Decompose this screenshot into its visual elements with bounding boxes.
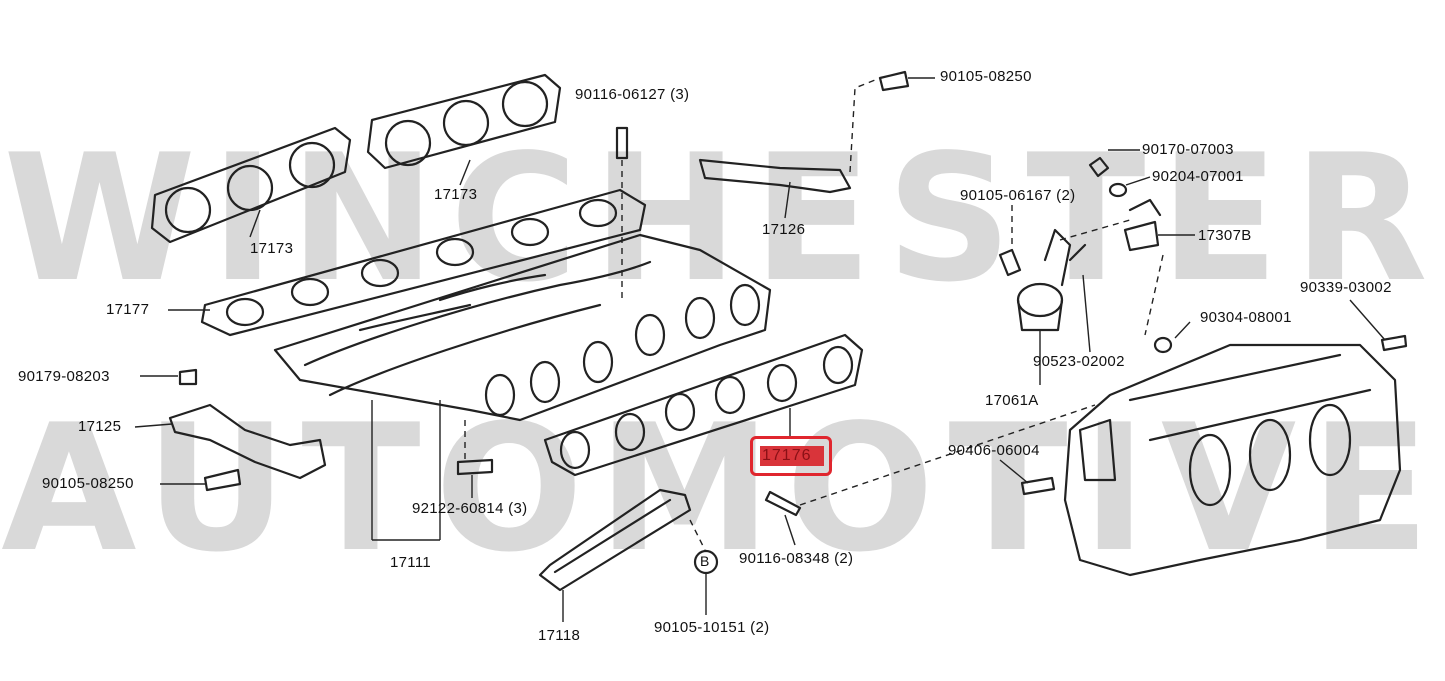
highlight-box bbox=[750, 436, 832, 476]
label-17173-left[interactable]: 17173 bbox=[250, 240, 294, 257]
label-17177[interactable]: 17177 bbox=[106, 301, 150, 318]
leader-lines bbox=[134, 77, 1386, 622]
bracket-17118 bbox=[538, 488, 692, 592]
label-17061A[interactable]: 17061A bbox=[985, 392, 1039, 409]
label-92122-60814[interactable]: 92122-60814 (3) bbox=[412, 500, 528, 517]
label-17307B[interactable]: 17307B bbox=[1198, 227, 1252, 244]
label-90204-07001[interactable]: 90204-07001 bbox=[1152, 168, 1244, 185]
label-90304-08001[interactable]: 90304-08001 bbox=[1200, 309, 1292, 326]
intake-plenum bbox=[1063, 343, 1402, 577]
label-17118[interactable]: 17118 bbox=[538, 627, 581, 644]
label-90406-06004[interactable]: 90406-06004 bbox=[948, 442, 1040, 459]
label-90523-02002[interactable]: 90523-02002 bbox=[1033, 353, 1125, 370]
fasteners bbox=[178, 70, 1408, 575]
label-17126[interactable]: 17126 bbox=[762, 221, 806, 238]
gasket-17173-right bbox=[366, 73, 562, 170]
label-90170-07003[interactable]: 90170-07003 bbox=[1142, 141, 1234, 158]
egr-valve-17061A bbox=[1016, 228, 1087, 332]
label-90105-08250-top[interactable]: 90105-08250 bbox=[940, 68, 1032, 85]
label-90105-08250-left[interactable]: 90105-08250 bbox=[42, 475, 134, 492]
bracket-17126 bbox=[698, 77, 881, 194]
label-90105-06167[interactable]: 90105-06167 (2) bbox=[960, 187, 1076, 204]
gasket-17177 bbox=[200, 188, 647, 337]
label-17173-right[interactable]: 17173 bbox=[434, 186, 478, 203]
stay-17125 bbox=[168, 403, 327, 480]
label-90105-10151[interactable]: 90105-10151 (2) bbox=[654, 619, 770, 636]
highlight-part-number[interactable]: 17176 bbox=[762, 447, 812, 464]
label-90339-03002[interactable]: 90339-03002 bbox=[1300, 279, 1392, 296]
label-90116-06127[interactable]: 90116-06127 (3) bbox=[575, 86, 690, 103]
label-90179-08203[interactable]: 90179-08203 bbox=[18, 368, 110, 385]
gasket-17173-left bbox=[150, 126, 352, 244]
highlight-fill bbox=[760, 446, 824, 466]
label-17125[interactable]: 17125 bbox=[78, 418, 122, 435]
label-B: B bbox=[700, 553, 710, 569]
label-90116-08348[interactable]: 90116-08348 (2) bbox=[739, 550, 854, 567]
gasket-17176 bbox=[543, 333, 864, 477]
intake-manifold-17111 bbox=[273, 233, 772, 422]
label-17111[interactable]: 17111 bbox=[390, 554, 431, 571]
